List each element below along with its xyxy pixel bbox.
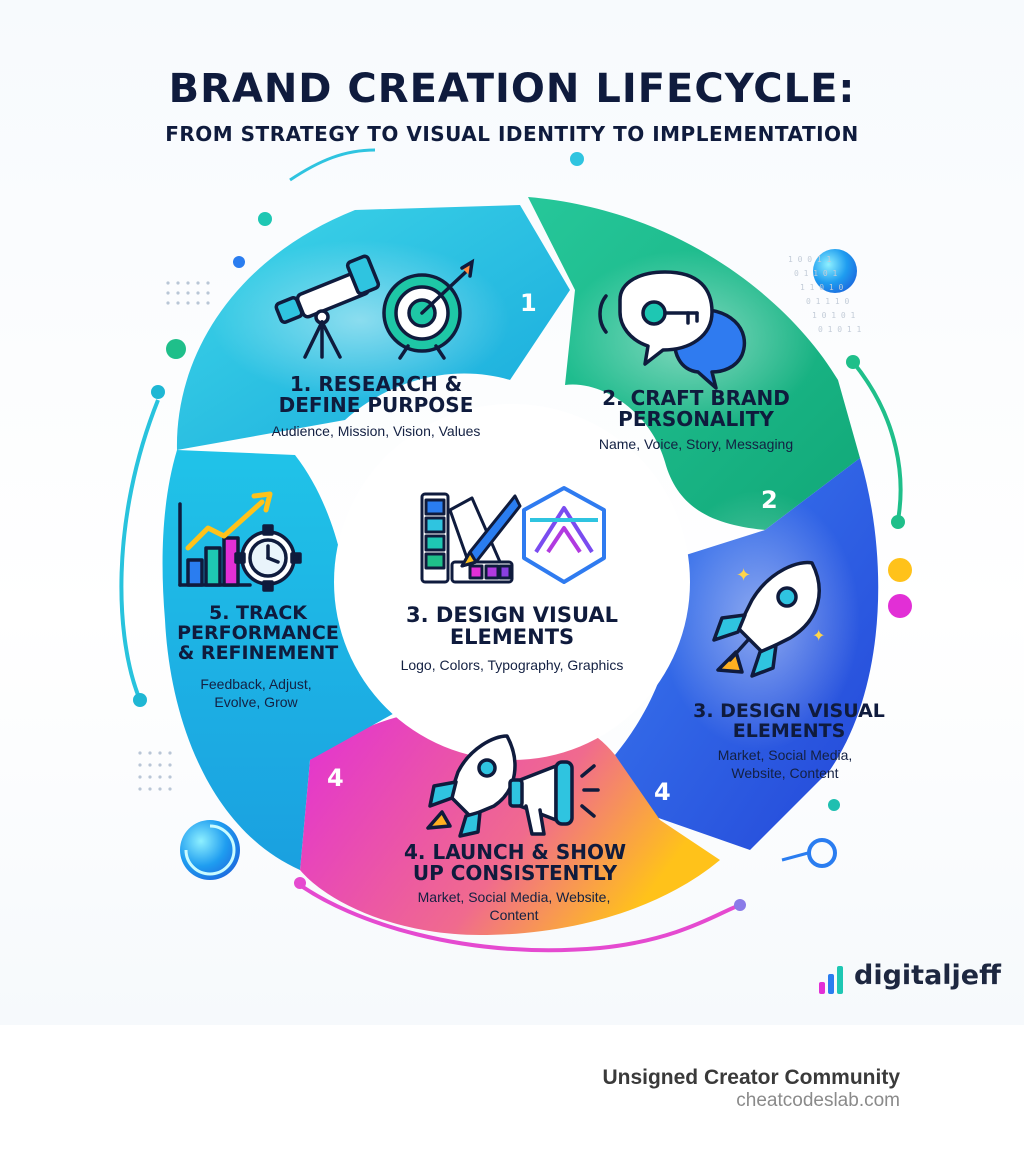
- stage-4-title-line1: 4. LAUNCH & SHOW: [403, 840, 627, 864]
- stage-4-title-line2: UP CONSISTENTLY: [412, 861, 618, 885]
- orbit-left: [119, 399, 160, 701]
- segment-launch: [300, 705, 720, 935]
- stage-1-subtitle: Audience, Mission, Vision, Values: [271, 423, 481, 439]
- stage-5-title-line2: PERFORMANCE: [177, 621, 339, 644]
- stage-4-subtitle: Market, Social Media, Website, Content: [384, 889, 644, 924]
- stage-2-title-line2: PERSONALITY: [618, 407, 774, 431]
- svg-text:0 1 1 1 0: 0 1 1 1 0: [806, 297, 850, 306]
- target-icon: [382, 258, 475, 360]
- svg-text:1 1 0 1 0: 1 1 0 1 0: [800, 283, 844, 292]
- color-palette-icon: [420, 492, 522, 584]
- stage-3-title: 3. DESIGN VISUAL ELEMENTS: [676, 700, 902, 742]
- chat-key-icon: [598, 270, 747, 390]
- stage-3-subtitle: Market, Social Media, Website, Content: [690, 747, 880, 782]
- bar-logo-icon: [819, 966, 843, 994]
- stage-3-subtitle-line2: Website, Content: [731, 764, 839, 781]
- stage-5-subtitle-line2: Evolve, Grow: [214, 693, 298, 710]
- orb-decoration-left: [180, 820, 240, 880]
- svg-text:0 1 1 0 1: 0 1 1 0 1: [794, 269, 838, 278]
- stage-5-subtitle-line1: Feedback, Adjust,: [200, 676, 312, 692]
- footer-url[interactable]: cheatcodeslab.com: [736, 1090, 900, 1111]
- svg-text:✦: ✦: [736, 565, 751, 586]
- geometric-logo-icon: [522, 486, 606, 584]
- svg-text:1 0 0 1 1: 1 0 0 1 1: [788, 255, 832, 264]
- brand-logo: digitaljeff: [818, 960, 1001, 1000]
- stage-3-title-line1: 3. DESIGN VISUAL: [693, 700, 885, 722]
- telescope-icon: [274, 254, 381, 359]
- svg-text:✦: ✦: [812, 626, 825, 645]
- stage-number-3: 4: [654, 778, 671, 806]
- lifecycle-diagram: 1 0 0 1 1 0 1 1 0 1 1 1 0 1 0 0 1 1 1 0 …: [119, 148, 912, 953]
- orbit-right: [851, 360, 903, 521]
- stage-2-title: 2. CRAFT BRAND PERSONALITY: [576, 388, 816, 430]
- center-title-line2: ELEMENTS: [449, 625, 575, 650]
- gear-icon: [234, 524, 302, 592]
- stage-5-title-line3: & REFINEMENT: [177, 641, 339, 664]
- stage-number-1: 1: [520, 289, 537, 317]
- center-title-line1: 3. DESIGN VISUAL: [406, 603, 618, 627]
- stage-2-subtitle: Name, Voice, Story, Messaging: [598, 436, 794, 452]
- svg-text:0 1 0 1 1: 0 1 0 1 1: [818, 325, 862, 334]
- svg-text:1 0 1 0 1: 1 0 1 0 1: [812, 311, 856, 320]
- page-subtitle: FROM STRATEGY TO VISUAL IDENTITY TO IMPL…: [165, 122, 859, 146]
- footer-title: Unsigned Creator Community: [602, 1066, 900, 1089]
- rocket-icon: [712, 560, 821, 678]
- stage-1-title: 1. RESEARCH & DEFINE PURPOSE: [246, 374, 506, 416]
- stage-4-title: 4. LAUNCH & SHOW UP CONSISTENTLY: [380, 842, 650, 884]
- stage-1-title-line1: 1. RESEARCH &: [289, 372, 463, 396]
- orbit-bottom: [298, 883, 741, 953]
- growth-chart-icon: [178, 491, 273, 587]
- stage-number-4: 4: [327, 764, 344, 792]
- stage-5-title-line1: 5. TRACK: [208, 602, 307, 624]
- dot-grid-left: [138, 281, 210, 791]
- stage-5-title: 5. TRACK PERFORMANCE & REFINEMENT: [160, 602, 356, 664]
- stage-number-2: 2: [761, 486, 778, 514]
- megaphone-icon: [508, 760, 600, 836]
- orb-decoration: [813, 249, 857, 293]
- center-subtitle: Logo, Colors, Typography, Graphics: [400, 657, 624, 673]
- brand-name: digitaljeff: [854, 960, 1001, 991]
- stage-4-subtitle-line1: Market, Social Media, Website,: [417, 889, 611, 905]
- stage-3-subtitle-line1: Market, Social Media,: [717, 747, 853, 763]
- stage-2-title-line1: 2. CRAFT BRAND: [602, 386, 790, 410]
- binary-decoration: 1 0 0 1 1 0 1 1 0 1 1 1 0 1 0 0 1 1 1 0 …: [788, 255, 862, 334]
- stage-1-title-line2: DEFINE PURPOSE: [278, 393, 474, 417]
- page-title: BRAND CREATION LIFECYCLE:: [168, 66, 856, 112]
- stage-5-subtitle: Feedback, Adjust, Evolve, Grow: [176, 676, 336, 711]
- stage-3-title-line2: ELEMENTS: [732, 719, 846, 742]
- stage-4-subtitle-line2: Content: [489, 906, 539, 923]
- launch-rocket-icon: [426, 734, 517, 838]
- center-title: 3. DESIGN VISUAL ELEMENTS: [382, 604, 642, 648]
